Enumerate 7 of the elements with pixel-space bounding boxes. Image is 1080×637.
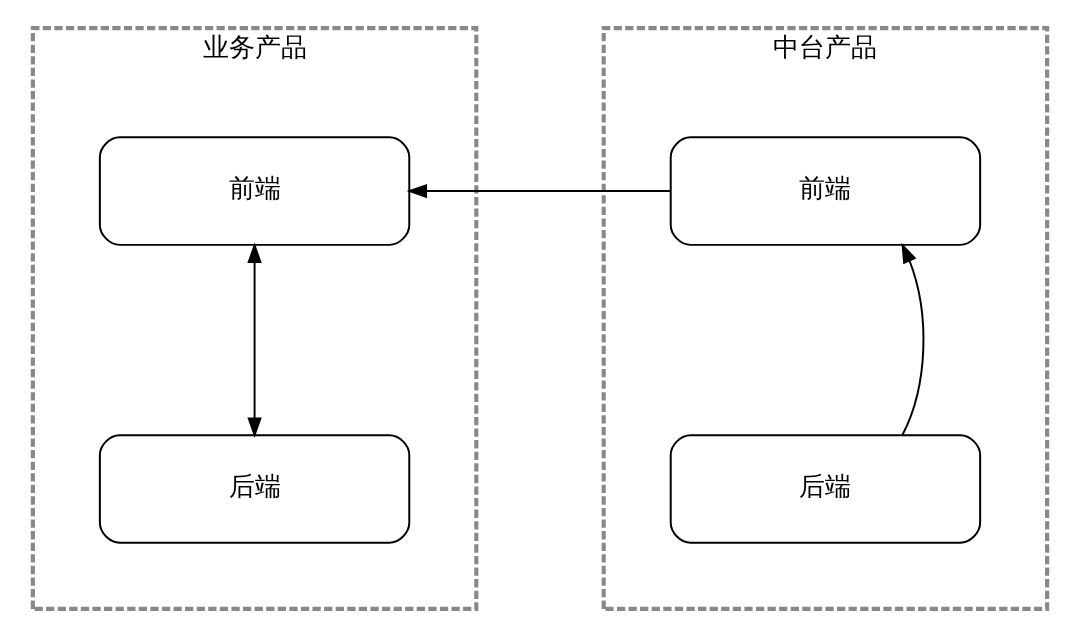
arrow: [406, 183, 672, 199]
node-box: 后端: [669, 434, 982, 544]
node-box: 后端: [98, 434, 411, 544]
arrow: [901, 242, 925, 437]
node-box: 前端: [669, 136, 982, 246]
arrow: [247, 242, 262, 439]
node-box: 前端: [98, 136, 411, 246]
